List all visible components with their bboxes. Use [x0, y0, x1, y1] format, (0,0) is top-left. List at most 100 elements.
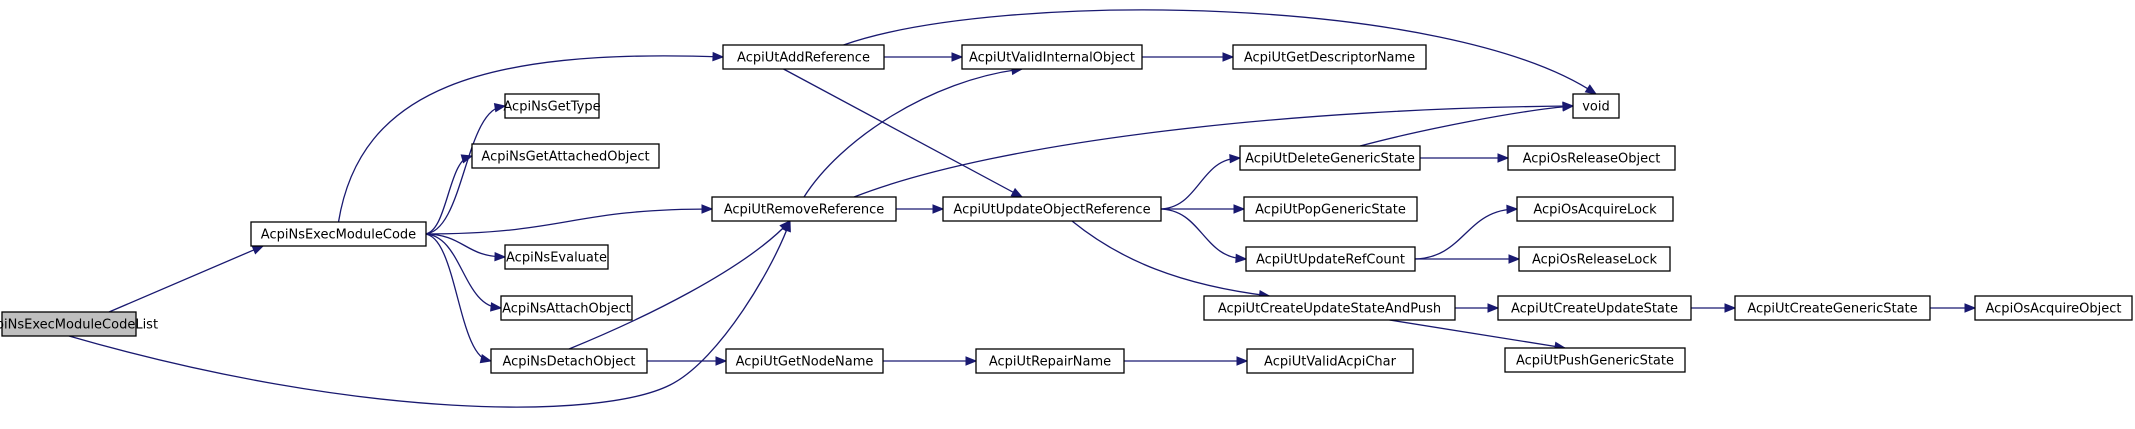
node-box[interactable] — [1518, 246, 1671, 272]
node-box[interactable] — [1239, 145, 1421, 171]
node-box[interactable] — [711, 196, 897, 222]
node-box[interactable] — [1232, 44, 1427, 70]
node-attach[interactable]: AcpiNsAttachObject — [500, 295, 633, 321]
node-getattached[interactable]: AcpiNsGetAttachedObject — [471, 143, 660, 169]
node-osacqobj[interactable]: AcpiOsAcquireObject — [1974, 295, 2133, 321]
node-osrellock[interactable]: AcpiOsReleaseLock — [1518, 246, 1671, 272]
arrowhead — [1497, 153, 1510, 163]
node-label: AcpiNsDetachObject — [503, 355, 636, 370]
node-validinternal[interactable]: AcpiUtValidInternalObject — [961, 44, 1143, 70]
node-box[interactable] — [1245, 246, 1416, 272]
node-box[interactable] — [1243, 196, 1418, 222]
edge-nsexec-to-gettype — [423, 103, 507, 235]
arrowhead — [1724, 303, 1737, 313]
node-refcount[interactable]: AcpiUtUpdateRefCount — [1245, 246, 1416, 272]
edge-nsexec-to-addref — [337, 51, 725, 223]
edge-addref-to-updateobj — [783, 68, 1024, 198]
edge-root-to-nsexec — [108, 245, 265, 313]
arrowhead — [251, 245, 265, 255]
node-box[interactable] — [504, 93, 600, 119]
node-osacqlock[interactable]: AcpiOsAcquireLock — [1516, 196, 1674, 222]
node-osrelobj[interactable]: AcpiOsReleaseObject — [1507, 145, 1676, 171]
arrowhead — [1487, 303, 1500, 313]
node-popgeneric[interactable]: AcpiUtPopGenericState — [1243, 196, 1418, 222]
node-layer: AcpiNsExecModuleCodeList AcpiNsExecModule… — [0, 44, 2133, 374]
node-box[interactable] — [1497, 295, 1692, 321]
node-box[interactable] — [500, 295, 633, 321]
edge-updateobj-to-delgeneric — [1158, 153, 1242, 210]
node-getdesc[interactable]: AcpiUtGetDescriptorName — [1232, 44, 1427, 70]
node-label: AcpiUtPopGenericState — [1255, 203, 1406, 218]
node-createupdate[interactable]: AcpiUtCreateUpdateState — [1497, 295, 1692, 321]
node-label: void — [1582, 100, 1610, 115]
node-label: AcpiNsExecModuleCodeList — [0, 318, 158, 333]
node-box[interactable] — [722, 44, 885, 70]
edge-createpush-to-pushgeneric — [1389, 319, 1567, 352]
arrowhead — [490, 302, 503, 312]
node-box[interactable] — [1203, 295, 1456, 321]
node-label: AcpiNsGetType — [503, 100, 600, 115]
arrowhead — [494, 251, 507, 262]
arrowhead — [1506, 204, 1519, 215]
node-repairname[interactable]: AcpiUtRepairName — [975, 348, 1125, 374]
edge-line — [1158, 208, 1247, 260]
node-box[interactable] — [471, 143, 660, 169]
node-getnodename[interactable]: AcpiUtGetNodeName — [725, 348, 884, 374]
node-box[interactable] — [250, 221, 427, 247]
node-label: AcpiOsReleaseLock — [1532, 253, 1658, 268]
node-root[interactable]: AcpiNsExecModuleCodeList — [0, 311, 158, 337]
node-label: AcpiUtCreateUpdateStateAndPush — [1218, 302, 1441, 317]
node-creategeneric[interactable]: AcpiUtCreateGenericState — [1734, 295, 1931, 321]
edge-updateobj-to-refcount — [1158, 208, 1248, 264]
node-box[interactable] — [961, 44, 1143, 70]
node-validchar[interactable]: AcpiUtValidAcpiChar — [1246, 348, 1414, 374]
arrowhead — [951, 52, 964, 62]
arrowhead — [1233, 204, 1246, 214]
node-label: AcpiNsAttachObject — [502, 302, 631, 317]
edge-nsexec-to-removeref — [423, 204, 714, 235]
arrowhead — [1584, 84, 1598, 95]
arrowhead — [1229, 153, 1242, 164]
node-detach[interactable]: AcpiNsDetachObject — [490, 348, 648, 374]
arrowhead — [965, 356, 978, 366]
node-box[interactable] — [1504, 347, 1686, 373]
arrowhead — [932, 204, 945, 214]
node-box[interactable] — [490, 348, 648, 374]
node-box[interactable] — [725, 348, 884, 374]
node-removeref[interactable]: AcpiUtRemoveReference — [711, 196, 897, 222]
node-box[interactable] — [975, 348, 1125, 374]
node-evaluate[interactable]: AcpiNsEvaluate — [504, 244, 609, 270]
node-addref[interactable]: AcpiUtAddReference — [722, 44, 885, 70]
arrowhead — [1222, 52, 1235, 62]
node-box[interactable] — [504, 244, 609, 270]
node-box[interactable] — [1246, 348, 1414, 374]
edge-layer — [68, 9, 1977, 408]
node-void[interactable]: void — [1572, 93, 1620, 119]
node-label: AcpiUtUpdateObjectReference — [953, 203, 1150, 218]
edge-line — [1158, 157, 1241, 210]
node-updateobj[interactable]: AcpiUtUpdateObjectReference — [942, 196, 1162, 222]
node-createpush[interactable]: AcpiUtCreateUpdateStateAndPush — [1203, 295, 1456, 321]
edge-line — [423, 208, 713, 235]
edge-nsexec-to-evaluate — [423, 233, 507, 262]
node-box[interactable] — [1572, 93, 1620, 119]
node-box[interactable] — [1, 311, 137, 337]
edge-line — [423, 233, 506, 258]
node-label: AcpiUtAddReference — [737, 51, 870, 66]
node-box[interactable] — [1516, 196, 1674, 222]
node-nsexec[interactable]: AcpiNsExecModuleCode — [250, 221, 427, 247]
edge-line — [423, 233, 502, 309]
node-box[interactable] — [1734, 295, 1931, 321]
node-label: AcpiNsGetAttachedObject — [481, 150, 649, 165]
arrowhead — [701, 204, 714, 214]
node-gettype[interactable]: AcpiNsGetType — [503, 93, 601, 119]
arrowhead — [493, 103, 507, 113]
node-box[interactable] — [942, 196, 1162, 222]
node-pushgeneric[interactable]: AcpiUtPushGenericState — [1504, 347, 1686, 373]
node-label: AcpiUtValidInternalObject — [969, 51, 1135, 66]
node-box[interactable] — [1507, 145, 1676, 171]
node-box[interactable] — [1974, 295, 2133, 321]
edge-line — [853, 105, 1574, 198]
node-delgeneric[interactable]: AcpiUtDeleteGenericState — [1239, 145, 1421, 171]
